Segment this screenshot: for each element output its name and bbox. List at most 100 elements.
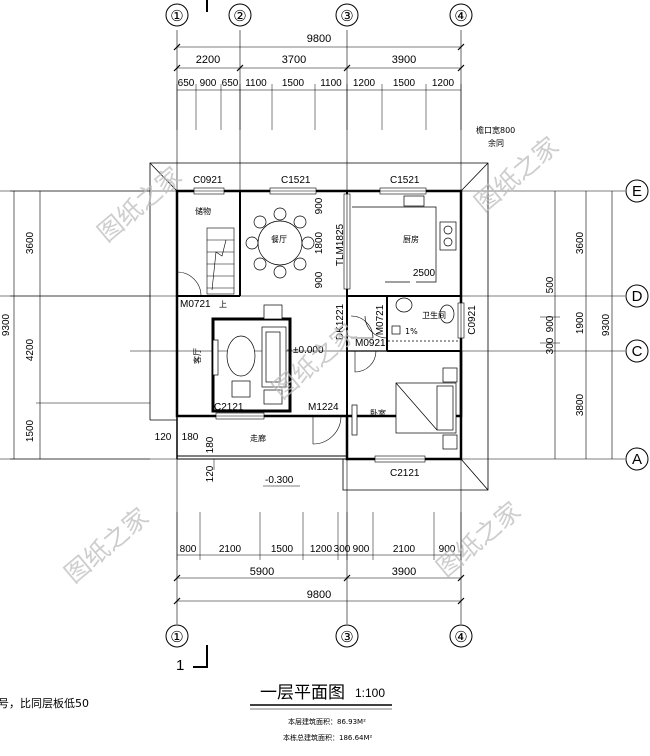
left-dimension-texts: 3600 4200 1500 9300 xyxy=(1,231,36,442)
drawing-scale: 1:100 xyxy=(355,686,385,700)
axis-E: E xyxy=(632,183,642,200)
label-level-0: ±0.000 xyxy=(293,345,324,356)
dim-bottom-detail-1: 800 xyxy=(180,544,197,555)
dim-right-1: 3600 xyxy=(575,231,586,254)
bottom-dimensions xyxy=(173,512,465,605)
axis-D: D xyxy=(632,288,643,305)
room-labels: 储物 餐厅 厨房 客厅 卫生间 卧室 走廊 xyxy=(192,206,446,443)
axis-3-top: ③ xyxy=(340,8,353,25)
dim-right-total: 9300 xyxy=(601,313,612,336)
dim-bottom-detail-5: 300 xyxy=(334,544,351,555)
right-dimension-texts: 3600 500 900 1900 300 3800 9300 xyxy=(545,231,612,416)
dim-bottom-total: 9800 xyxy=(307,589,331,601)
dim-top-mid-3: 3900 xyxy=(392,54,416,66)
bath-fixtures xyxy=(388,297,461,342)
dim-bottom-detail-8: 900 xyxy=(439,544,456,555)
label-c0921-right: C0921 xyxy=(467,305,478,335)
axis-1-top: ① xyxy=(170,8,183,25)
label-c2121-bedroom: C2121 xyxy=(390,468,420,479)
axis-3-bottom: ③ xyxy=(340,629,353,646)
label-eave2: 余同 xyxy=(488,138,504,148)
dim-top-detail-1: 650 xyxy=(178,78,195,89)
dim-left-2: 4200 xyxy=(25,338,36,361)
label-up: 上 xyxy=(219,300,227,309)
axis-2-top: ② xyxy=(233,8,246,25)
kitchen-fixtures xyxy=(352,195,457,283)
dim-top-detail-8: 1500 xyxy=(393,78,416,89)
dim-right-3: 900 xyxy=(545,315,556,332)
dim-top-detail-3: 650 xyxy=(222,78,239,89)
room-kitchen: 厨房 xyxy=(403,234,419,244)
watermark-2: 图纸之家 xyxy=(469,131,564,218)
dim-top-detail-9: 1200 xyxy=(432,78,455,89)
dim-misc-180-v: 180 xyxy=(205,436,216,453)
eave-outline xyxy=(149,162,489,491)
section-mark xyxy=(193,0,208,668)
dim-top-detail-2: 900 xyxy=(200,78,217,89)
axis-1-bottom: ① xyxy=(170,629,183,646)
axis-C: C xyxy=(632,343,643,360)
dim-bottom-detail-3: 1500 xyxy=(271,544,294,555)
label-c2121-living: C2121 xyxy=(214,402,244,413)
left-dimensions xyxy=(10,190,150,460)
dim-left-3: 1500 xyxy=(25,419,36,442)
misc-dimension-texts: 120 180 180 120 900 1800 900 2500 xyxy=(155,197,436,482)
label-c1521-dining: C1521 xyxy=(281,175,311,186)
label-m0921: M0921 xyxy=(355,338,386,349)
top-dimension-texts: 9800 2200 3700 3900 650 900 650 1100 150… xyxy=(178,33,455,89)
room-bath: 卫生间 xyxy=(422,310,446,320)
room-living: 客厅 xyxy=(192,348,202,364)
dim-misc-900-a: 900 xyxy=(314,197,325,214)
dim-misc-120: 120 xyxy=(155,432,172,443)
top-dimensions xyxy=(173,43,465,130)
dim-bottom-detail-7: 2100 xyxy=(393,544,416,555)
axis-4-top: ④ xyxy=(454,8,467,25)
dim-misc-120-v: 120 xyxy=(205,465,216,482)
dim-bottom-detail-4: 1200 xyxy=(310,544,333,555)
axis-A: A xyxy=(632,451,642,468)
label-eave: 檐口宽800 xyxy=(476,125,515,135)
side-note: 号，比同层板低50 xyxy=(0,696,89,710)
axis-bubbles: ① ② ③ ④ ① ③ ④ E D C A xyxy=(165,3,649,648)
axis-grid-lines xyxy=(0,30,625,624)
watermark-5: 图纸之家 xyxy=(431,496,526,583)
label-c0921-top: C0921 xyxy=(193,175,223,186)
dim-misc-900-b: 900 xyxy=(314,271,325,288)
dim-top-detail-7: 1200 xyxy=(353,78,376,89)
dim-left-1: 3600 xyxy=(25,231,36,254)
dim-misc-1800: 1800 xyxy=(314,231,325,254)
dim-top-mid-1: 2200 xyxy=(196,54,220,66)
windows xyxy=(193,187,465,463)
room-bedroom: 卧室 xyxy=(370,408,386,418)
dim-right-2: 500 xyxy=(545,276,556,293)
label-c1521-kitchen: C1521 xyxy=(390,175,420,186)
area-total: 本栋总建筑面积：186.64M² xyxy=(283,733,373,742)
dining-table xyxy=(245,207,315,279)
title-block: 一层平面图 1:100 本层建筑面积：86.93M² 本栋总建筑面积：186.6… xyxy=(250,683,392,742)
dim-top-detail-6: 1100 xyxy=(320,78,342,89)
dim-right-4: 1900 xyxy=(575,311,586,334)
label-m0721-bath: M0721 xyxy=(375,304,386,335)
watermark-1: 图纸之家 xyxy=(92,161,187,248)
watermark-4: 图纸之家 xyxy=(59,502,154,589)
dim-left-total: 9300 xyxy=(1,313,12,336)
dim-top-detail-4: 1100 xyxy=(245,78,267,89)
drawing-title: 一层平面图 xyxy=(260,683,345,703)
section-label: 1 xyxy=(176,657,184,674)
room-storage: 储物 xyxy=(195,206,211,216)
stairs xyxy=(206,227,235,295)
label-level-out: -0.300 xyxy=(265,475,294,486)
dim-right-5: 300 xyxy=(545,337,556,354)
dim-top-detail-5: 1500 xyxy=(282,78,305,89)
living-furniture xyxy=(212,304,287,405)
dim-right-6: 3800 xyxy=(575,393,586,416)
bottom-dimension-texts: 800 2100 1500 1200 300 900 2100 900 5900… xyxy=(180,544,456,601)
right-dimensions xyxy=(540,191,613,459)
dim-bottom-mid-2: 3900 xyxy=(392,566,416,578)
room-dining: 餐厅 xyxy=(271,235,287,244)
dim-misc-2500: 2500 xyxy=(413,268,436,279)
label-tlm1825: TLM1825 xyxy=(335,223,346,266)
bedroom-furniture xyxy=(351,367,458,450)
dim-top-total: 9800 xyxy=(307,33,331,45)
